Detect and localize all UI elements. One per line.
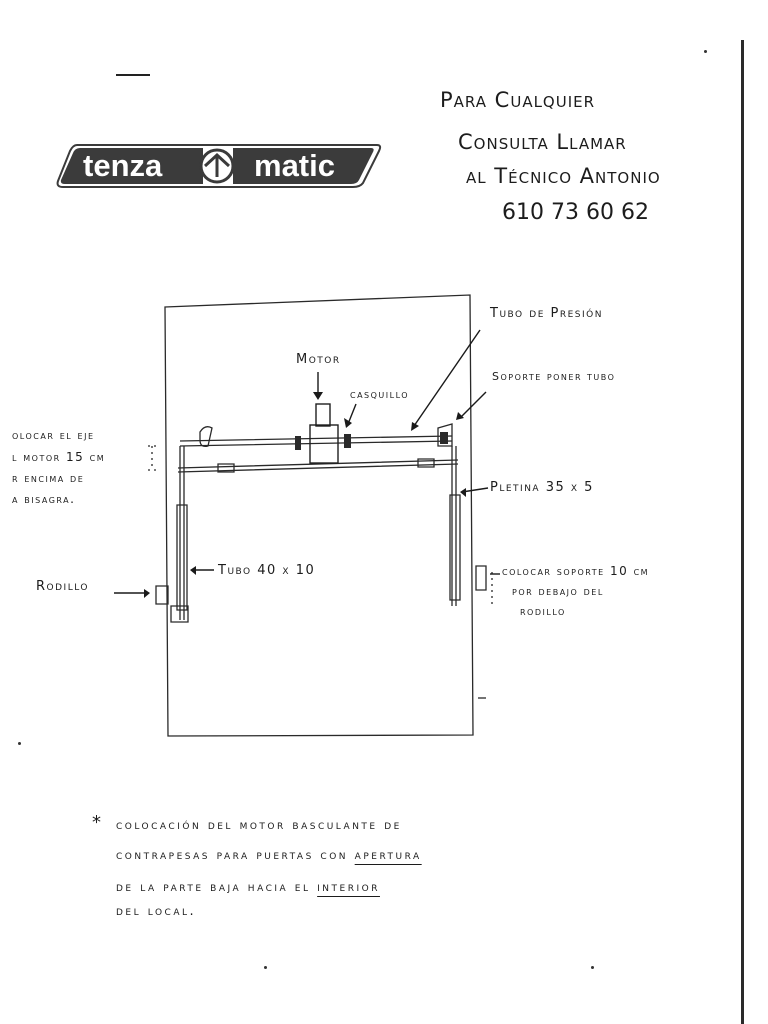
note-interior: interior bbox=[317, 880, 380, 895]
scan-speck bbox=[264, 966, 267, 969]
contact-phone: 610 73 60 62 bbox=[502, 200, 649, 225]
page-edge-line bbox=[741, 40, 744, 1024]
note-line-2-text: contrapesas para puertas con bbox=[116, 848, 349, 863]
logo-text-tenza: tenza bbox=[83, 148, 163, 183]
label-motor: Motor bbox=[296, 352, 341, 367]
top-dash-mark bbox=[116, 74, 150, 76]
label-colocar-eje-2: l motor 15 cm bbox=[12, 450, 106, 464]
casquillo-right bbox=[344, 434, 351, 448]
left-tube-40x10 bbox=[176, 504, 188, 611]
note-line-3: de la parte baja hacia el interior bbox=[116, 880, 380, 895]
motor-top bbox=[315, 403, 331, 427]
note-apertura: apertura bbox=[354, 848, 422, 863]
label-pletina: Pletina 35 x 5 bbox=[490, 480, 594, 495]
left-shaft-support bbox=[199, 426, 213, 448]
contact-line-3: al Técnico Antonio bbox=[466, 164, 661, 188]
right-soporte-rodillo bbox=[475, 565, 487, 591]
scan-speck bbox=[18, 742, 21, 745]
scan-speck bbox=[591, 966, 594, 969]
left-rodillo bbox=[155, 585, 169, 605]
arrow-casquillo bbox=[347, 403, 357, 425]
lower-rail bbox=[177, 459, 459, 473]
logo-badge bbox=[56, 144, 382, 188]
left-pletina bbox=[179, 446, 185, 620]
label-colocar-eje-1: olocar el eje bbox=[12, 428, 95, 442]
door-outline bbox=[164, 294, 474, 737]
motor-shaft bbox=[179, 435, 453, 447]
label-colocar-eje-4: a bisagra. bbox=[12, 492, 76, 506]
casquillo-left bbox=[295, 436, 301, 450]
rail-block-left bbox=[217, 463, 235, 473]
tenzamatic-logo: tenza matic bbox=[55, 143, 382, 189]
note-line-2: contrapesas para puertas con apertura bbox=[116, 848, 422, 863]
right-pletina bbox=[451, 446, 457, 606]
label-tubo-presion: Tubo de Presión bbox=[490, 306, 603, 321]
scan-speck bbox=[704, 50, 707, 53]
note-line-1: colocación del motor basculante de bbox=[116, 818, 402, 833]
label-soporte-poner-tubo: Soporte poner tubo bbox=[492, 370, 616, 383]
note-asterisk: * bbox=[92, 812, 102, 833]
contact-line-2: Consulta Llamar bbox=[458, 130, 627, 154]
dimension-left bbox=[148, 445, 156, 471]
right-tube bbox=[449, 494, 461, 601]
logo-text-matic: matic bbox=[254, 148, 335, 183]
left-tube-base bbox=[170, 605, 189, 623]
label-colocar-soporte-1: colocar soporte 10 cm bbox=[502, 564, 650, 578]
label-colocar-eje-3: r encima de bbox=[12, 471, 85, 485]
rail-block-right bbox=[417, 458, 435, 468]
label-colocar-soporte-2: por debajo del bbox=[512, 584, 604, 598]
note-line-4: del local. bbox=[116, 904, 197, 919]
label-casquillo: casquillo bbox=[350, 388, 410, 401]
contact-line-1: Para Cualquier bbox=[440, 88, 596, 112]
arrow-soporte-tubo bbox=[459, 391, 487, 419]
motor-body bbox=[309, 424, 339, 464]
note-line-3-text: de la parte baja hacia el bbox=[116, 880, 311, 895]
arrow-pletina bbox=[461, 487, 489, 493]
right-support-dark bbox=[440, 432, 448, 444]
label-rodillo: Rodillo bbox=[36, 579, 89, 594]
arrow-tubo-presion bbox=[413, 329, 481, 427]
label-tubo: Tubo 40 x 10 bbox=[218, 563, 316, 578]
label-colocar-soporte-3: rodillo bbox=[520, 604, 566, 618]
